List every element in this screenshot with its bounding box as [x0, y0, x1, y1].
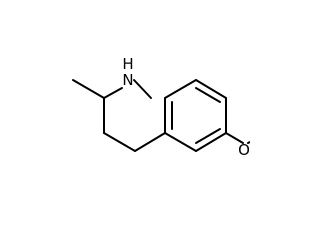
bond-c6-c5 — [195, 132, 227, 152]
oxygen-label: O — [238, 141, 250, 159]
atom-labels: H N O — [122, 55, 250, 159]
nitrogen-label: N — [122, 71, 133, 89]
double-bond-c6-c5 — [195, 128, 221, 144]
nitrogen-hydrogen-label: H — [122, 55, 133, 73]
bond-n1-c8a — [133, 79, 152, 99]
bond-c2-n1 — [103, 87, 123, 99]
bond-c8a-c8 — [164, 79, 197, 99]
bond-c8-c7 — [195, 79, 227, 99]
bond-c3-c4 — [103, 132, 136, 152]
double-bond-c8-c7 — [195, 87, 221, 103]
bond-c4-c4a — [134, 132, 166, 152]
background — [0, 0, 250, 250]
structural-formula: H N O — [0, 0, 250, 250]
bond-c5-c4a — [164, 132, 197, 152]
bond-o-methyl — [247, 141, 250, 144]
bonds — [72, 79, 250, 152]
bond-c6-o — [225, 132, 244, 144]
bond-c2-methyl — [72, 79, 105, 99]
